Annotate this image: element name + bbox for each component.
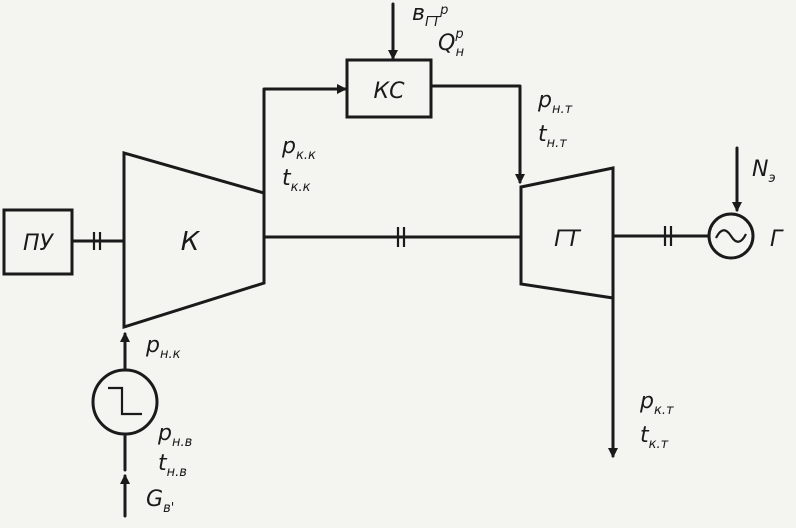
svg-text:рн.т: рн.т [537, 88, 573, 117]
label-exhaust: рк.т tк.т [639, 389, 674, 452]
svg-text:рк.т: рк.т [639, 389, 674, 418]
label-compressor-outlet: рк.к tк.к [281, 134, 316, 195]
air-line-to-combustor [262, 84, 347, 195]
label-compressor-inlet: рн.к [145, 333, 181, 362]
svg-text:Nэ: Nэ [752, 157, 776, 186]
compressor-label: К [181, 227, 201, 257]
combustor-block [345, 58, 433, 119]
turbine-label: ГТ [554, 227, 581, 252]
label-ambient-air: рн.в tн.в Gв' [146, 421, 192, 516]
inlet-device-mark [108, 386, 142, 416]
svg-text:вГТр: вГТр [412, 1, 448, 30]
svg-text:tн.т: tн.т [538, 122, 567, 151]
svg-text:Gв': Gв' [146, 487, 174, 516]
compressor-block [122, 151, 266, 330]
label-power: Nэ [752, 157, 776, 186]
generator-sine-icon [715, 229, 747, 243]
label-turbine-inlet: рн.т tн.т [537, 88, 573, 151]
inlet-device-symbol [91, 368, 159, 436]
starter-label: ПУ [23, 231, 55, 256]
generator-label: Г [770, 227, 784, 252]
combustor-label: КС [374, 79, 406, 104]
gas-line-to-turbine [429, 84, 525, 184]
svg-text:tн.в: tн.в [158, 451, 187, 480]
svg-text:рн.к: рн.к [145, 333, 181, 362]
svg-text:Qрн: Qрн [438, 27, 465, 60]
starter-block [2, 208, 74, 276]
svg-text:tк.т: tк.т [640, 423, 669, 452]
svg-text:рк.к: рк.к [281, 134, 316, 163]
svg-text:tк.к: tк.к [282, 166, 311, 195]
svg-text:рн.в: рн.в [157, 421, 192, 450]
